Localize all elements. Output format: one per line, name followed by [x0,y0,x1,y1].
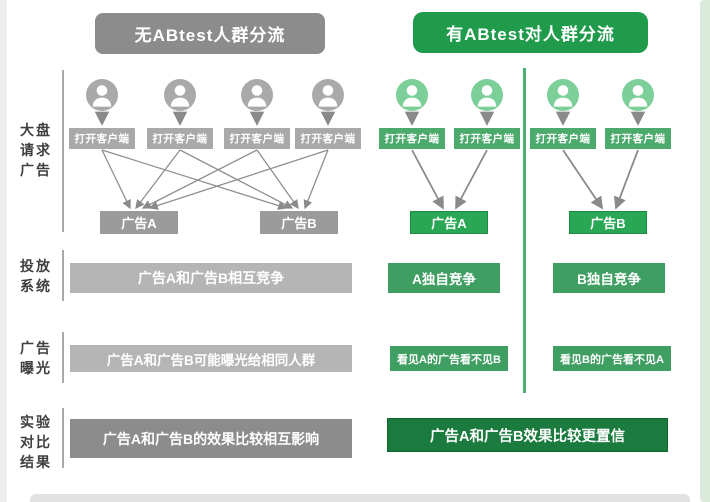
competition-bar-left: 广告A和广告B相互竞争 [70,263,352,293]
row-label-request: 大盘 请求 广告 [14,120,58,180]
exposure-a-box: 看见A的广告看不见B [390,346,508,371]
open-client-box: 打开客户端 [379,128,445,149]
open-client-box: 打开客户端 [605,128,671,149]
user-icon [241,79,273,111]
row-label-line: 广告 [20,340,52,356]
row-label-line: 广告 [20,162,52,178]
abtest-split-divider [523,68,526,393]
open-client-box: 打开客户端 [454,128,520,149]
row2-rule [62,250,64,301]
row-label-result: 实验 对比 结果 [14,412,58,472]
row-label-line: 请求 [20,142,52,158]
row-label-line: 实验 [20,414,52,430]
row-label-line: 曝光 [20,360,52,376]
row-label-line: 对比 [20,434,52,450]
ad-a-box-right: 广告A [410,211,488,234]
user-icon [86,79,118,111]
left-edge-band [0,0,7,502]
ad-b-box-right: 广告B [569,211,647,234]
user-icon [312,79,344,111]
open-client-box: 打开客户端 [147,128,213,149]
user-icon [471,79,503,111]
row3-rule [62,332,64,383]
row-label-line: 系统 [20,278,52,294]
row1-rule [62,70,64,232]
row4-rule [62,408,64,468]
row-label-line: 结果 [20,454,52,470]
competition-a-box: A独自竞争 [388,263,500,293]
result-bar-right: 广告A和广告B效果比较更置信 [387,418,668,452]
exposure-b-box: 看见B的广告看不见A [553,346,671,371]
row-label-exposure: 广告 曝光 [14,338,58,378]
ad-b-box-left: 广告B [260,211,338,234]
row-label-line: 大盘 [20,122,52,138]
result-bar-left: 广告A和广告B的效果比较相互影响 [70,419,352,458]
next-card-edge [30,494,690,502]
user-icon [396,79,428,111]
open-client-box: 打开客户端 [224,128,290,149]
user-icon [547,79,579,111]
open-client-box: 打开客户端 [69,128,135,149]
competition-b-box: B独自竞争 [553,263,665,293]
open-client-box: 打开客户端 [295,128,361,149]
exposure-bar-left: 广告A和广告B可能曝光给相同人群 [70,345,352,372]
ad-a-box-left: 广告A [100,211,178,234]
row-label-delivery: 投放 系统 [14,256,58,296]
user-icon [164,79,196,111]
open-client-box: 打开客户端 [530,128,596,149]
user-icon [622,79,654,111]
right-edge-band [700,0,710,502]
row-label-line: 投放 [20,258,52,274]
header-with-abtest: 有ABtest对人群分流 [413,12,648,53]
header-no-abtest: 无ABtest人群分流 [95,13,325,54]
